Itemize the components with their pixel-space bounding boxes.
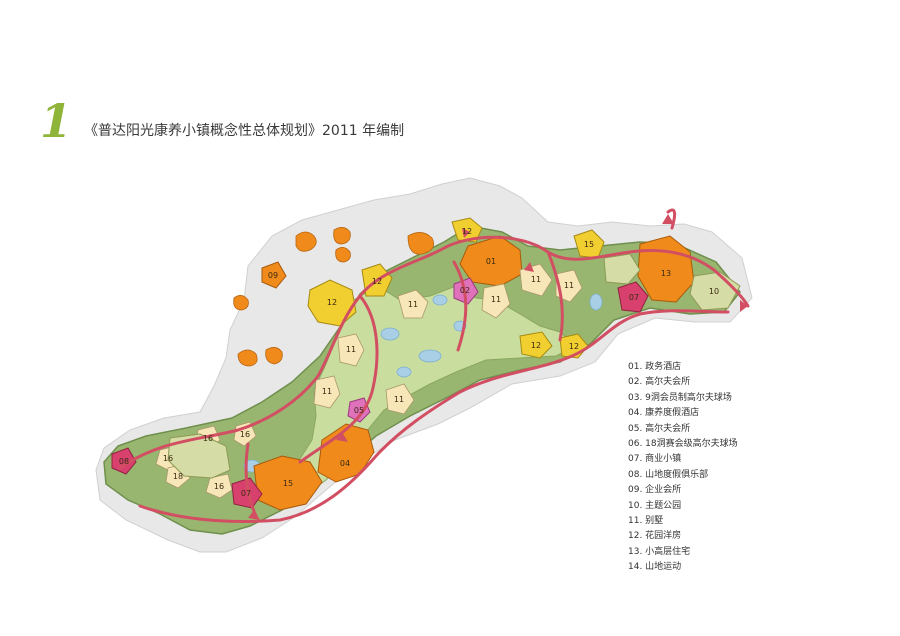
zone-15-hotel — [253, 455, 323, 511]
label-10: 10 — [709, 287, 719, 296]
label-16-d: 16 — [240, 430, 250, 439]
zone-11-a — [397, 289, 429, 319]
zone-09 — [261, 261, 287, 289]
zone-15-garden — [573, 229, 605, 259]
zone-08 — [111, 447, 137, 475]
label-11-d: 11 — [394, 395, 404, 404]
zone-07-east — [617, 281, 649, 313]
label-11-g: 11 — [564, 281, 574, 290]
zone-labels: 01 02 04 05 07 07 08 09 10 11 11 11 11 1… — [119, 227, 719, 498]
legend-item: 07. 商业小镇 — [628, 454, 682, 465]
label-02: 02 — [460, 286, 470, 295]
zone-12-a — [307, 279, 357, 327]
road-network — [118, 208, 750, 523]
label-01: 01 — [486, 257, 496, 266]
label-15-garden: 15 — [584, 240, 594, 249]
label-07-east: 07 — [629, 293, 639, 302]
legend-item: 09. 企业会所 — [628, 485, 682, 496]
label-11-e: 11 — [491, 295, 501, 304]
legend-item: 01. 政务酒店 — [628, 362, 682, 372]
zone-12-d — [519, 331, 553, 359]
label-07-west: 07 — [241, 489, 251, 498]
land-use-zones — [111, 217, 741, 511]
label-12-a: 12 — [327, 298, 337, 307]
tree-clusters — [233, 227, 435, 367]
legend-item: 10. 主题公园 — [628, 500, 682, 511]
label-04: 04 — [340, 459, 350, 468]
legend-item: 12. 花园洋房 — [628, 531, 682, 542]
label-11-c: 11 — [322, 387, 332, 396]
label-16-a: 16 — [203, 434, 213, 443]
map-legend: 01. 政务酒店 02. 高尔夫会所 03. 9洞会员制高尔夫球场 04. 康养… — [628, 360, 798, 575]
label-11-a: 11 — [408, 300, 418, 309]
label-09: 09 — [268, 271, 278, 280]
legend-item: 02. 高尔夫会所 — [628, 377, 691, 388]
legend-item: 03. 9洞会员制高尔夫球场 — [628, 392, 732, 403]
label-18: 18 — [173, 472, 183, 481]
label-12-d: 12 — [531, 341, 541, 350]
zone-05 — [347, 397, 371, 423]
label-12-b: 12 — [372, 277, 382, 286]
label-11-b: 11 — [346, 345, 356, 354]
legend-item: 11. 别墅 — [628, 515, 664, 526]
legend-item: 06. 18洞赛会级高尔夫球场 — [628, 438, 738, 449]
zone-11-f — [519, 263, 553, 297]
label-15-hotel: 15 — [283, 479, 293, 488]
zone-16-c — [205, 473, 233, 499]
legend-item: 05. 高尔夫会所 — [628, 423, 691, 434]
zone-11-b — [337, 333, 365, 367]
zone-11-g — [555, 269, 583, 303]
zone-02 — [453, 277, 479, 305]
page-title: 《普达阳光康养小镇概念性总体规划》2011 年编制 — [84, 123, 405, 139]
road-arrows — [248, 214, 748, 520]
label-11-f: 11 — [531, 275, 541, 284]
legend-item: 14. 山地运动 — [628, 562, 682, 573]
zone-11-c — [313, 375, 341, 409]
label-12-c: 12 — [462, 227, 472, 236]
zone-12-c — [451, 217, 483, 243]
label-12-e: 12 — [569, 342, 579, 351]
legend-item: 08. 山地度假俱乐部 — [628, 469, 709, 480]
label-13: 13 — [661, 269, 671, 278]
label-08: 08 — [119, 457, 129, 466]
label-16-b: 16 — [163, 454, 173, 463]
section-number: 1 — [40, 94, 73, 148]
zone-11-d — [385, 383, 415, 415]
label-05: 05 — [354, 406, 364, 415]
zone-11-e — [481, 283, 511, 319]
legend-item: 13. 小高层住宅 — [628, 546, 691, 557]
legend-item: 04. 康养度假酒店 — [628, 408, 700, 419]
master-plan-map: 01 02 04 05 07 07 08 09 10 11 11 11 11 1… — [95, 177, 753, 553]
label-16-c: 16 — [214, 482, 224, 491]
zone-mid-park — [603, 253, 641, 285]
